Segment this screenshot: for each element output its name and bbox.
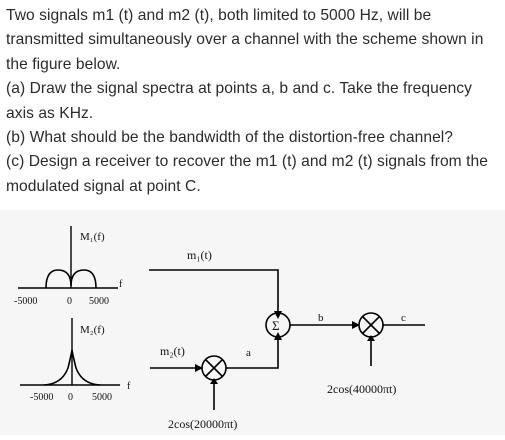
point-c-label: c bbox=[401, 312, 406, 324]
tick-label: 0 bbox=[68, 392, 73, 403]
question-line: axis as KHz. bbox=[6, 104, 94, 122]
question-line: (a) Draw the signal spectra at points a,… bbox=[6, 80, 472, 98]
point-b-arrowhead bbox=[352, 321, 360, 329]
tick-label: 5000 bbox=[89, 296, 109, 307]
spectrum-curve-m2 bbox=[43, 349, 101, 386]
tick-label: 5000 bbox=[92, 392, 112, 403]
carrier1-arrowhead bbox=[210, 378, 218, 384]
point-b-label: b bbox=[318, 312, 324, 324]
summer-symbol: Σ bbox=[272, 318, 280, 333]
block-diagram: m₁(t) m₂(t) 2cos(20000πt) a Σ b bbox=[149, 248, 425, 431]
question-text: Two signals m1 (t) and m2 (t), both limi… bbox=[0, 0, 505, 210]
freq-axis-label-m2: f bbox=[127, 381, 131, 392]
spectrum-label-m1: M₁(f) bbox=[80, 231, 105, 243]
multiplier-2-cross bbox=[362, 316, 380, 334]
question-line: Two signals m1 (t) and m2 (t), both limi… bbox=[6, 7, 432, 24]
tick-label: 0 bbox=[67, 296, 72, 307]
spectrum-m2: M₂(f) f -5000 0 5000 bbox=[20, 318, 131, 403]
spectrum-curve-m1 bbox=[45, 269, 97, 289]
m2-arrowhead bbox=[195, 364, 203, 372]
m1-label: m₁(t) bbox=[187, 248, 212, 262]
carrier1-label: 2cos(20000πt) bbox=[168, 417, 237, 431]
tick-label: -5000 bbox=[14, 296, 37, 307]
question-line: modulated signal at point C. bbox=[6, 177, 201, 195]
question-line: (c) Design a receiver to recover the m1 … bbox=[6, 153, 488, 171]
freq-axis-label-m1: f bbox=[119, 279, 123, 290]
figure: M₁(f) f -5000 0 5000 M₂(f) f -5000 0 500… bbox=[0, 210, 505, 435]
spectrum-label-m2: M₂(f) bbox=[80, 324, 105, 336]
carrier2-label: 2cos(40000πt) bbox=[327, 382, 396, 396]
point-a-arrowhead bbox=[274, 332, 282, 340]
carrier2-arrowhead bbox=[367, 335, 375, 341]
tick-label: -5000 bbox=[30, 392, 53, 403]
spectrum-m1: M₁(f) f -5000 0 5000 bbox=[14, 226, 123, 307]
question-line: (b) What should be the bandwidth of the … bbox=[6, 129, 454, 147]
figure-svg: M₁(f) f -5000 0 5000 M₂(f) f -5000 0 500… bbox=[14, 226, 425, 431]
question-line: transmitted simultaneously over a channe… bbox=[6, 31, 484, 49]
point-a-label: a bbox=[246, 347, 251, 359]
m2-label: m₂(t) bbox=[160, 344, 185, 358]
m1-signal-line bbox=[149, 269, 279, 313]
question-line: the figure below. bbox=[6, 55, 121, 73]
point-a-line bbox=[226, 337, 279, 369]
multiplier-1-cross bbox=[205, 359, 223, 377]
